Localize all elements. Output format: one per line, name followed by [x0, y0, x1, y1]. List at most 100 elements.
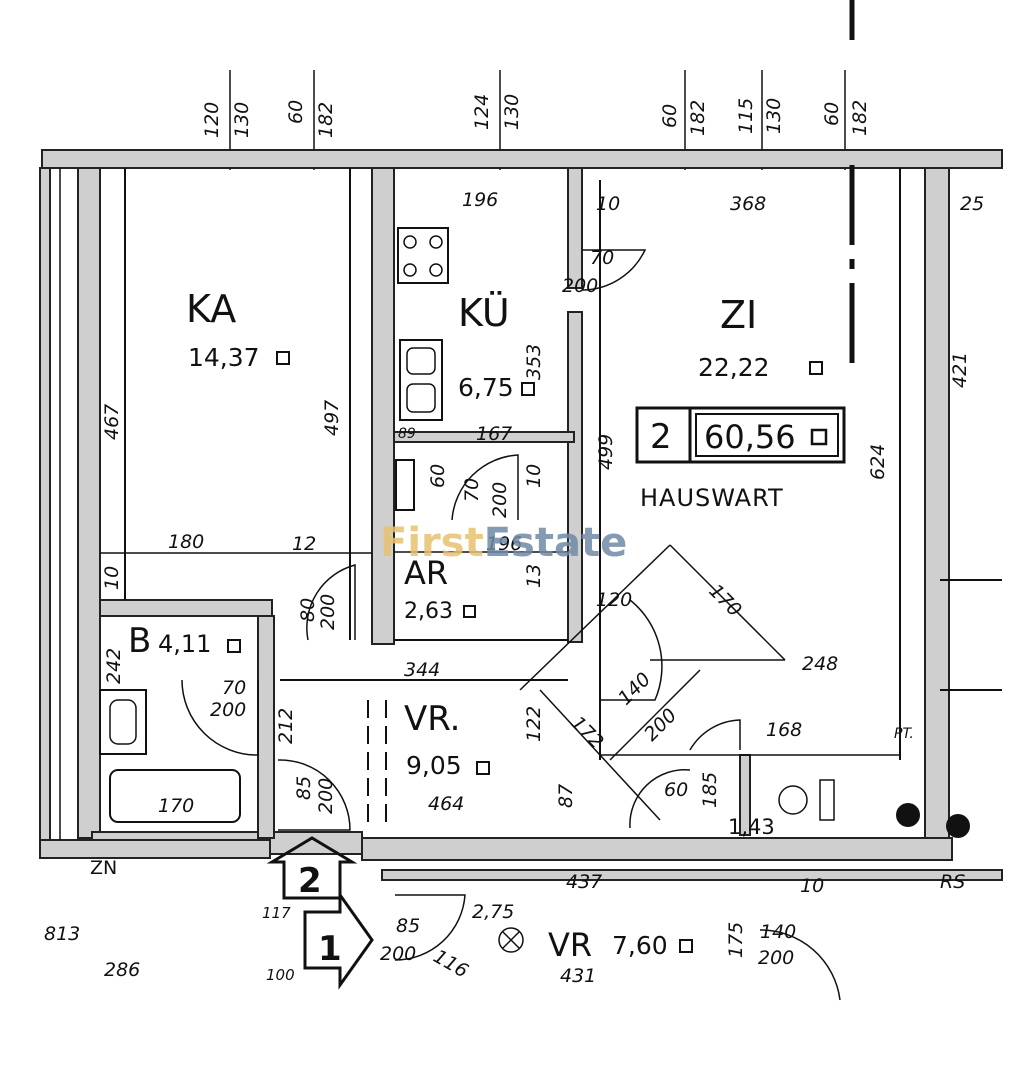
dim-87: 87: [555, 784, 577, 808]
room-name-vr-upper: VR.: [404, 699, 460, 739]
dim-zi-248: 248: [802, 653, 838, 675]
room-area-b: 4,11: [158, 630, 211, 658]
dim-ten-d: 10: [101, 566, 123, 590]
bathtub-icon: [109, 769, 241, 823]
dim-door-80: 80: [297, 598, 319, 622]
dim-ka-width: 180: [168, 531, 204, 553]
room-name-ku: KÜ: [458, 291, 510, 335]
dim-ten-c: 10: [800, 875, 824, 897]
diagonal-dimensions: [519, 544, 786, 821]
room-vr-lower: VR 7,60: [548, 926, 693, 964]
dim-zi-122: 122: [523, 706, 545, 742]
room-vr-upper: VR. 9,05: [404, 699, 490, 780]
dim-door-70: 70: [461, 478, 483, 502]
room-name-vr-lower: VR: [548, 926, 592, 964]
dim-top-1a: 120: [201, 102, 223, 138]
sink-icon: [399, 339, 443, 421]
dim-lower-437: 437: [566, 871, 602, 893]
unit-box: 2 60,56: [635, 406, 846, 464]
dim-top-4a: 60: [659, 104, 681, 128]
dim-zi-168: 168: [766, 719, 802, 741]
dim-right-edge: 25: [960, 193, 984, 215]
dim-89: 89: [398, 426, 416, 442]
dim-lower-140: 140: [760, 921, 796, 943]
washbasin-icon: [99, 689, 147, 755]
room-name-b: B: [128, 621, 151, 661]
room-name-ar: AR: [404, 554, 448, 592]
dim-top-2a: 60: [285, 100, 307, 124]
dim-ka-height1: 467: [101, 404, 123, 440]
dim-top-2b: 182: [315, 102, 337, 138]
dim-wc-door-60: 60: [664, 779, 688, 801]
stair-arrow-1: [303, 890, 374, 990]
area-square-icon: [521, 382, 535, 396]
dim-lower-116: 116: [430, 945, 472, 982]
dim-top-5b: 130: [763, 98, 785, 134]
room-area-ka: 14,37: [188, 343, 260, 372]
fridge-icon: [395, 459, 415, 511]
dim-door-80-200: 200: [317, 594, 339, 630]
toilet-icon: [778, 779, 835, 821]
dim-lower-140-200: 200: [758, 947, 794, 969]
dim-door-200: 200: [489, 482, 511, 518]
dim-top-3a: 124: [471, 94, 493, 130]
room-area-zi: 22,22: [698, 353, 770, 382]
dim-ar-width: 196: [486, 533, 522, 555]
dim-lower-100: 100: [266, 966, 295, 984]
dim-top-5a: 115: [735, 98, 757, 134]
room-area-ar: 2,63: [404, 599, 453, 624]
dim-lower-117: 117: [262, 904, 291, 922]
area-square-icon: [463, 605, 476, 618]
dim-ten-b: 10: [523, 464, 545, 488]
room-b: B 4,11: [128, 621, 241, 661]
dim-b-door-70: 70: [222, 677, 246, 699]
dim-right-height: 421: [949, 352, 971, 388]
inner-lines: [59, 168, 1002, 840]
dim-ku-door-h: 200: [562, 275, 598, 297]
dim-twelve: 12: [292, 533, 316, 555]
area-square-icon: [809, 361, 823, 375]
stair-arrow-2: [266, 836, 358, 900]
room-name-ka: KA: [186, 287, 236, 331]
dim-vr-width: 464: [428, 793, 464, 815]
dim-ka-height2: 497: [321, 400, 343, 436]
room-ku: KÜ 6,75: [458, 291, 535, 402]
wc-area: 1,43: [728, 815, 775, 839]
area-square-icon: [276, 351, 290, 365]
dim-door-85: 85: [293, 776, 315, 800]
dim-top-1b: 130: [231, 102, 253, 138]
dim-ku-width: 196: [462, 189, 498, 211]
watermark-part2: Estate: [484, 520, 628, 566]
dim-b-height: 242: [103, 648, 125, 684]
room-area-vr-lower: 7,60: [612, 931, 668, 960]
stove-icon: [397, 227, 449, 284]
walls: [39, 149, 1003, 881]
top-dimension-lines: [229, 0, 855, 170]
area-square-icon: [476, 761, 490, 775]
stair-number-1: 1: [318, 929, 342, 969]
dim-ku-inner: 167: [476, 423, 512, 445]
dim-top-3b: 130: [501, 94, 523, 130]
room-zi: ZI 22,22: [698, 293, 823, 382]
watermark-logo: FirstEstate: [380, 520, 627, 566]
light-icon: [498, 927, 524, 953]
dim-bath-170: 170: [158, 795, 194, 817]
area-square-icon: [679, 939, 693, 953]
svg-text:FirstEstate: FirstEstate: [380, 520, 627, 566]
boiler-icon: [896, 803, 970, 838]
dim-zi-200: 200: [640, 704, 681, 745]
dim-zi-door-120: 120: [596, 589, 632, 611]
corridor-dashed-partition: [367, 165, 855, 830]
dim-thirteen: 13: [523, 564, 545, 588]
dim-ku-door-w: 70: [590, 247, 614, 269]
stair-number-2: 2: [298, 861, 322, 901]
dim-corridor-212: 212: [275, 708, 297, 744]
dim-rs: RS: [940, 871, 965, 893]
dim-lower-200: 200: [380, 943, 416, 965]
room-name-zi: ZI: [720, 293, 757, 337]
dim-ku-height: 353: [523, 344, 545, 380]
watermark-part1: First: [380, 520, 484, 566]
dim-zi-height2: 624: [867, 444, 889, 480]
dim-top-4b: 182: [687, 100, 709, 136]
